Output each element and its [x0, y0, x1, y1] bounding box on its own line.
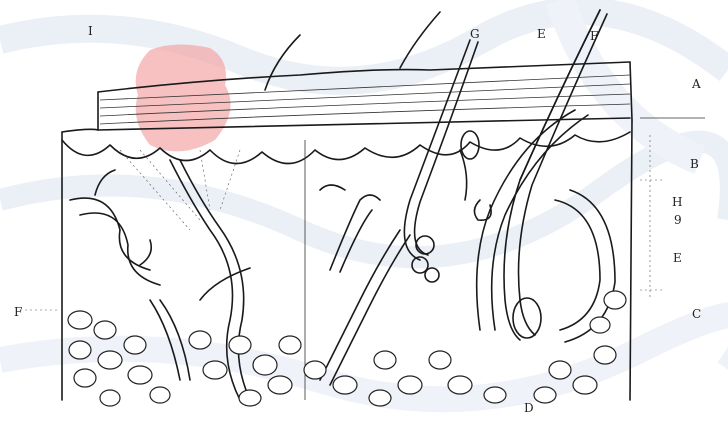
- label-I: I: [88, 24, 93, 38]
- label-F: F: [14, 305, 22, 319]
- hairs: [265, 10, 600, 180]
- label-leaders: [20, 118, 705, 310]
- label-nine: 9: [674, 213, 682, 227]
- label-C: C: [692, 307, 701, 321]
- label-A: A: [691, 77, 701, 91]
- label-G: G: [470, 27, 480, 41]
- center-vessels: [320, 185, 410, 385]
- label-F2: F: [590, 29, 598, 43]
- label-E: E: [537, 27, 546, 41]
- label-D: D: [524, 401, 534, 415]
- label-H: H: [672, 195, 682, 209]
- label-E2: E: [673, 251, 682, 265]
- watermark-background: [0, 0, 728, 399]
- label-B: B: [690, 157, 699, 171]
